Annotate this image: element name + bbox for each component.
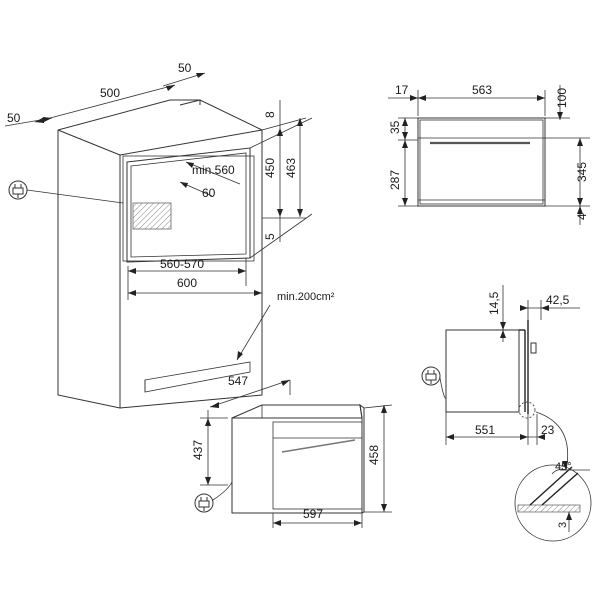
angle-label: 45° xyxy=(555,461,572,473)
plug-icon xyxy=(194,493,214,513)
plug-icon xyxy=(421,366,441,386)
front-view: 17 563 100 35 287 345 4 xyxy=(388,83,590,225)
cabinet-left-offset-label: 50 xyxy=(7,111,21,125)
niche-depth-min-label: min.560 xyxy=(192,163,235,177)
front-right-height-label: 345 xyxy=(575,162,589,182)
oven-depth-label: 547 xyxy=(228,374,248,388)
oven-drawing: 547 437 458 597 xyxy=(191,374,393,528)
oven-left-height-label: 437 xyxy=(191,440,205,460)
vent-area-label: min.200cm² xyxy=(277,291,335,303)
niche-height-label: 450 xyxy=(263,158,277,178)
side-view: 14,5 42,5 551 23 xyxy=(421,285,580,471)
front-bottom-gap-label: 4 xyxy=(575,213,589,220)
cabinet-drawing: 500 50 50 min.560 60 560-570 600 xyxy=(4,61,335,409)
angle-detail: 45° 3 xyxy=(514,461,592,542)
cabinet-bottom-gap-label: 5 xyxy=(263,233,277,240)
cabinet-width-label: 600 xyxy=(177,276,197,290)
cabinet-top-offset-label: 50 xyxy=(178,61,192,75)
cabinet-depth-label: 500 xyxy=(100,86,120,100)
side-door-depth-label: 42,5 xyxy=(546,293,570,307)
side-depth-label: 551 xyxy=(475,423,495,437)
front-body-height-label: 287 xyxy=(388,170,402,190)
cabinet-total-height-label: 463 xyxy=(284,158,298,178)
oven-width-label: 597 xyxy=(303,507,323,521)
front-width-label: 563 xyxy=(472,83,492,97)
detail-offset-label: 3 xyxy=(557,522,569,528)
cabinet-right-top-label: 8 xyxy=(263,111,277,118)
niche-width-label: 560-570 xyxy=(160,257,204,271)
front-top-gap-label: 100 xyxy=(555,88,569,108)
front-panel-height-label: 35 xyxy=(388,120,402,134)
oven-right-height-label: 458 xyxy=(367,445,381,465)
plug-icon xyxy=(8,180,28,200)
side-door-offset-label: 23 xyxy=(541,423,555,437)
socket-width-label: 60 xyxy=(202,186,216,200)
side-top-thickness-label: 14,5 xyxy=(487,291,501,315)
front-left-margin-label: 17 xyxy=(395,83,409,97)
